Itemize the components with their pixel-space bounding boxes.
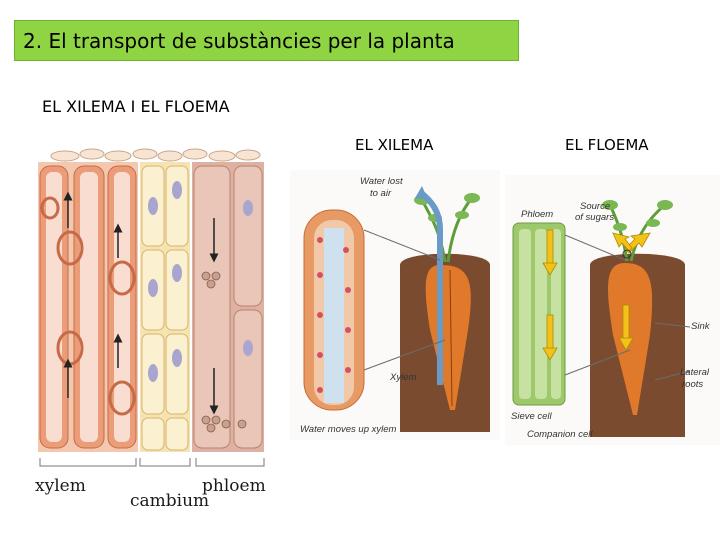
companion-cell-label: Companion cell — [527, 429, 593, 440]
of-sugars-label: of sugars — [575, 212, 614, 223]
source-label: Source — [580, 201, 610, 212]
sieve-cell-label: Sieve cell — [511, 411, 553, 422]
xylem-heading: EL XILEMA — [355, 136, 433, 154]
phloem-heading: EL FLOEMA — [565, 136, 649, 154]
water-moves-label: Water moves up xylem — [300, 424, 397, 435]
xylem-label: xylem — [35, 476, 86, 496]
to-air-label: to air — [370, 188, 392, 199]
cambium-label: cambium — [130, 491, 209, 511]
lateral-label: Lateral — [680, 367, 710, 378]
vascular-tissue-illustration: xylem cambium phloem — [30, 148, 270, 513]
xylem-diagram: Water lost to air Xylem Water moves up x… — [290, 170, 500, 440]
xylem-callout: Xylem — [389, 372, 416, 383]
slide-subtitle: EL XILEMA I EL FLOEMA — [42, 97, 230, 116]
water-lost-label: Water lost — [360, 176, 403, 187]
phloem-label: phloem — [202, 476, 266, 496]
phloem-callout: Phloem — [521, 209, 553, 220]
slide-title-box: 2. El transport de substàncies per la pl… — [14, 20, 519, 61]
roots-label: roots — [682, 379, 703, 390]
sink-label: Sink — [691, 321, 711, 332]
phloem-diagram: Phloem Source of sugars Sink Lateral roo… — [505, 175, 720, 445]
slide-title: 2. El transport de substàncies per la pl… — [23, 29, 455, 53]
